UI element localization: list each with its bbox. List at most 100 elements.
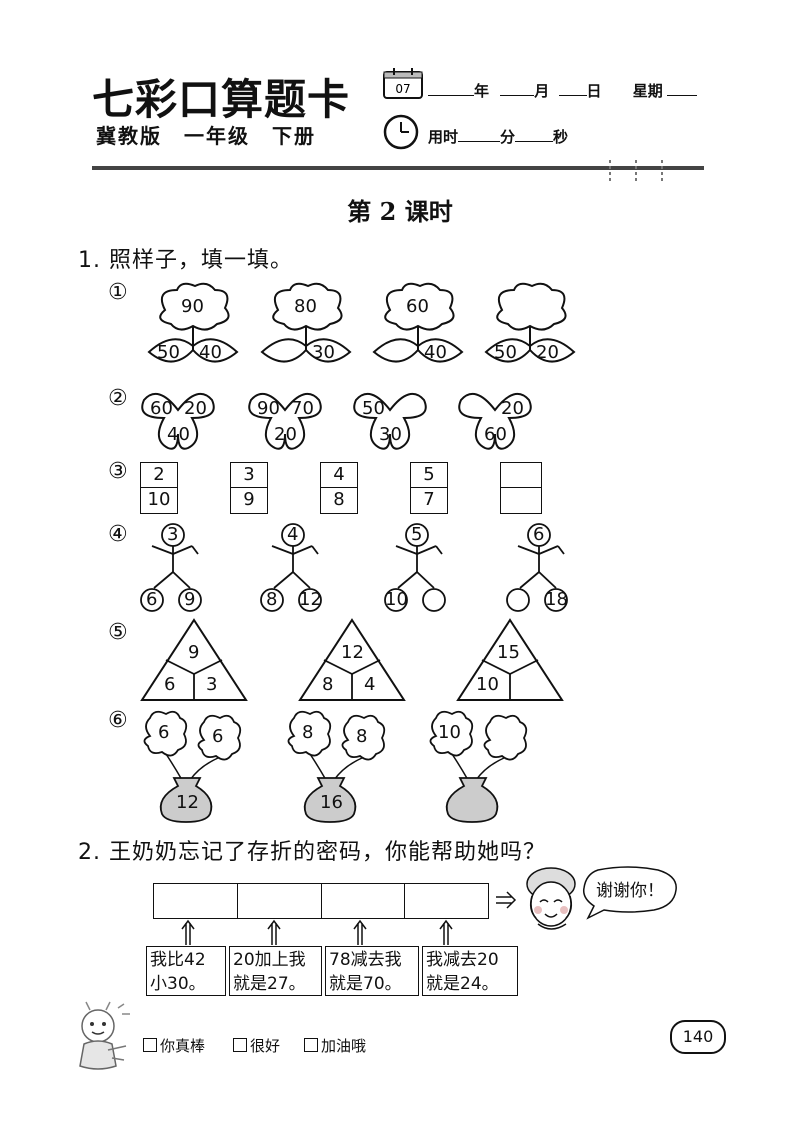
figure-head-value: 5 [411, 524, 423, 545]
triangle-left-value: 10 [476, 674, 499, 695]
grandma-avatar [526, 867, 576, 930]
split-box-3: 4 8 [320, 462, 358, 514]
triangle-top-value: 9 [188, 642, 200, 663]
figure-head-value: 4 [287, 524, 299, 545]
option-great[interactable]: 你真棒 [143, 1035, 205, 1056]
option-good[interactable]: 很好 [233, 1035, 280, 1056]
clue-line: 就是24。 [426, 974, 499, 994]
figure-right-value: 9 [184, 589, 196, 610]
split-box-bottom [501, 488, 541, 512]
flower-right-value: 40 [199, 342, 222, 363]
vase-2: 8 8 16 [282, 708, 392, 828]
split-box-bottom: 7 [423, 489, 435, 510]
split-box-1: 2 10 [140, 462, 178, 514]
split-box-top [501, 463, 541, 488]
split-box-5 [500, 462, 542, 514]
vase-left-flower-value: 6 [158, 722, 170, 743]
edition: 冀教版 [96, 124, 162, 148]
flower-right-value: 20 [536, 342, 559, 363]
rule-dots [609, 160, 663, 182]
triangle-left-value: 8 [322, 674, 334, 695]
triangle-3: 15 10 [456, 618, 564, 706]
clover-3: 50 30 [350, 384, 430, 458]
vase-value: 16 [320, 792, 343, 813]
flower-1: 90 50 40 [143, 280, 243, 374]
clue-card-3: 78减去我 就是70。 [325, 946, 419, 996]
option-keep-going-label: 加油哦 [321, 1037, 367, 1055]
clue-line: 20加上我 [233, 950, 306, 970]
month-label: 月 [534, 82, 550, 100]
figure-head-value: 6 [533, 524, 545, 545]
checkbox-icon[interactable] [304, 1038, 318, 1052]
password-boxes [153, 883, 489, 919]
flower-right-value: 30 [312, 342, 335, 363]
clue-line: 小30。 [150, 974, 206, 994]
clover-right-value: 20 [501, 398, 524, 419]
split-box-2: 3 9 [230, 462, 268, 514]
clue-line: 我减去20 [426, 950, 499, 970]
option-great-label: 你真棒 [160, 1037, 206, 1055]
clover-bottom-value: 20 [274, 424, 297, 445]
clue-line: 我比42 [150, 950, 206, 970]
weekday-label: 星期 [632, 82, 663, 100]
minute-label: 分 [500, 128, 516, 146]
marker-2: ② [108, 386, 128, 411]
flower-left-value: 50 [494, 342, 517, 363]
flower-4: 50 20 [480, 280, 580, 374]
option-good-label: 很好 [250, 1037, 281, 1055]
marker-5: ⑤ [108, 620, 128, 645]
clover-left-value: 50 [362, 398, 385, 419]
calendar-icon: 07 [383, 68, 423, 99]
clue-line: 78减去我 [329, 950, 402, 970]
password-digit-box[interactable] [322, 884, 406, 918]
time-used-label: 用时 [428, 128, 459, 146]
password-digit-box[interactable] [405, 884, 488, 918]
marker-3: ③ [108, 459, 128, 484]
figure-left-value: 10 [385, 589, 408, 610]
clover-right-value: 20 [184, 398, 207, 419]
checkbox-icon[interactable] [233, 1038, 247, 1052]
question-2-prompt: 2. 王奶奶忘记了存折的密码，你能帮助她吗？ [78, 840, 546, 865]
split-box-bottom: 8 [333, 489, 345, 510]
clue-line: 就是70。 [329, 974, 402, 994]
clover-4: 20 60 [455, 384, 535, 458]
calendar-day: 07 [395, 82, 410, 96]
triangle-right-value: 4 [364, 674, 376, 695]
clue-card-1: 我比42 小30。 [146, 946, 226, 996]
page-number: 140 [670, 1020, 726, 1054]
marker-6: ⑥ [108, 708, 128, 733]
marker-1: ① [108, 280, 128, 305]
vase-value: 12 [176, 792, 199, 813]
split-box-bottom: 9 [243, 489, 255, 510]
clover-right-value: 70 [291, 398, 314, 419]
stick-figure-2: 4 8 12 [258, 522, 328, 618]
figure-left-value: 6 [146, 589, 158, 610]
checkbox-icon[interactable] [143, 1038, 157, 1052]
triangle-left-value: 6 [164, 674, 176, 695]
figure-left-value: 8 [266, 589, 278, 610]
split-box-top: 3 [231, 463, 267, 488]
flower-right-value: 40 [424, 342, 447, 363]
flower-3: 60 40 [368, 280, 468, 374]
marker-4: ④ [108, 522, 128, 547]
volume: 下册 [272, 124, 316, 148]
vase-1: 6 6 12 [138, 708, 248, 828]
split-box-top: 5 [411, 463, 447, 488]
option-keep-going[interactable]: 加油哦 [304, 1035, 366, 1056]
clue-card-2: 20加上我 就是27。 [229, 946, 322, 996]
second-label: 秒 [553, 128, 569, 146]
password-digit-box[interactable] [154, 884, 238, 918]
lesson-title: 第 2 课时 [347, 197, 453, 226]
stick-figure-4: 6 18 [504, 522, 574, 618]
vase-right-flower-value: 8 [356, 726, 368, 747]
clue-card-4: 我减去20 就是24。 [422, 946, 518, 996]
figure-head-value: 3 [167, 524, 179, 545]
flower-left-value: 50 [157, 342, 180, 363]
flower-top-value: 60 [406, 296, 429, 317]
year-label: 年 [474, 82, 490, 100]
speech-text: 谢谢你！ [596, 881, 664, 901]
clover-bottom-value: 60 [484, 424, 507, 445]
vase-left-flower-value: 8 [302, 722, 314, 743]
vase-left-flower-value: 10 [438, 722, 461, 743]
password-digit-box[interactable] [238, 884, 322, 918]
